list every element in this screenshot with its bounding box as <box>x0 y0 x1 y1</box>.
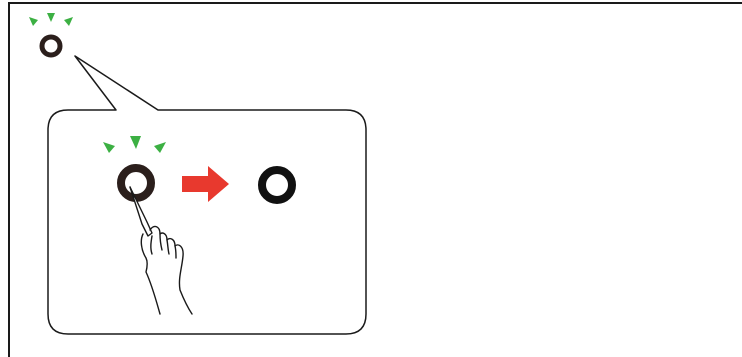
blink-marks <box>29 13 73 26</box>
right-arrow-icon <box>182 166 229 202</box>
callout-balloon <box>47 55 367 335</box>
steady-indicator-icon <box>258 166 296 204</box>
hand-with-stylus-icon <box>129 186 193 315</box>
blink-marks <box>103 136 166 153</box>
frame-border <box>8 2 742 357</box>
blinking-indicator-icon <box>29 13 73 58</box>
